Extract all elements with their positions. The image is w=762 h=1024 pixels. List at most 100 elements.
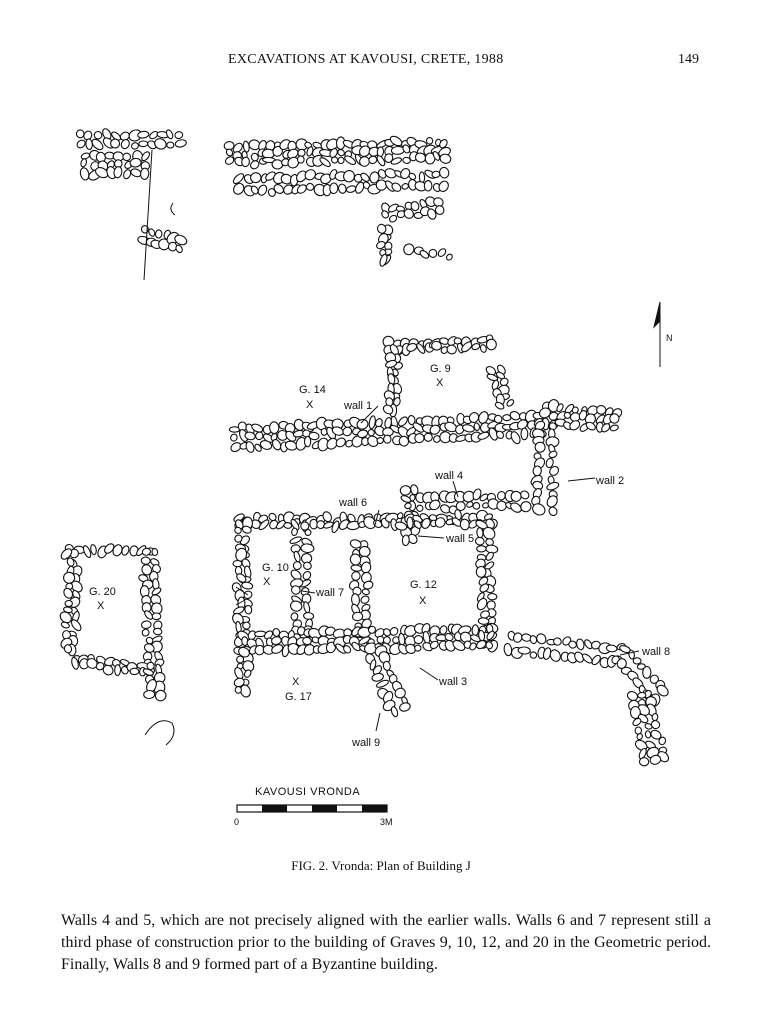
wall-stone [385, 359, 398, 369]
wall-stone [296, 184, 307, 194]
wall-stone [363, 516, 377, 530]
wall-stone [369, 659, 377, 671]
wall-stone [63, 644, 73, 654]
wall-stone [452, 640, 466, 651]
wall-stone [485, 641, 494, 650]
wall-stone [404, 502, 412, 510]
wall-stone [304, 528, 312, 537]
wall-stone [337, 156, 345, 165]
wall-stone [493, 414, 503, 424]
wall-stone [265, 171, 276, 181]
scale-start-label: 0 [234, 817, 240, 827]
wall-stone [401, 534, 410, 547]
plan-lines [143, 149, 661, 746]
plan-drawing: G. 9 X G. 14 X G. 20 X G. 10 X G. 12 X X… [59, 128, 673, 813]
wall-stone [406, 516, 414, 530]
scale-bar-segment [362, 805, 387, 812]
wall-stone [140, 620, 152, 629]
wall-stone [439, 139, 448, 149]
wall-stone [379, 253, 388, 267]
wall-stone [478, 411, 489, 424]
scale-bar: KAVOUSI VRONDA [236, 786, 388, 813]
wall-stone [291, 527, 298, 537]
wall-stone [434, 205, 445, 216]
wall-stone [152, 564, 161, 574]
wall-stone [93, 130, 103, 140]
wall-stone [637, 691, 647, 699]
wall-stone [113, 166, 123, 179]
wall-stone [367, 429, 375, 437]
wall-stone [292, 561, 302, 571]
wall-stone [469, 642, 477, 651]
wall-stone [423, 432, 433, 442]
wall-stone [650, 720, 661, 730]
wall-stone [472, 488, 482, 501]
wall-stone [556, 403, 564, 413]
wall-stone [549, 465, 560, 476]
wall-stone [428, 248, 438, 258]
wall-stone [63, 587, 74, 599]
wall-stone [146, 661, 155, 671]
wall-stone [232, 142, 243, 154]
wall-stone [360, 595, 370, 604]
figure-caption: FIG. 2. Vronda: Plan of Building J [291, 858, 471, 873]
wall-stone [445, 253, 453, 261]
wall-stone [59, 611, 72, 624]
wall-stone [584, 639, 593, 650]
wall-stone [95, 662, 105, 671]
wall-stone [308, 431, 320, 441]
wall-stone [120, 138, 130, 150]
wall-label-6: wall 6 [338, 497, 367, 509]
wall-stone [520, 501, 532, 513]
wall-stone [368, 415, 376, 430]
wall-stone [382, 404, 394, 415]
wall-stone [351, 641, 362, 652]
wall-stone [70, 580, 83, 593]
wall-stone [232, 173, 245, 185]
wall-stone [375, 679, 390, 688]
wall-stone [414, 644, 422, 652]
wall-stone [114, 664, 122, 677]
wall-stone [271, 159, 284, 170]
wall-stone [466, 501, 474, 508]
wall-stone [459, 631, 472, 644]
wall-stone [271, 644, 284, 654]
wall-stone [141, 151, 150, 162]
wall-stone [431, 340, 442, 351]
scale-end-label: 3M [380, 817, 393, 827]
wall-stone [129, 157, 142, 168]
wall-stone [362, 580, 374, 590]
wall-stone [609, 413, 620, 424]
wall-stone [529, 651, 538, 659]
wall-stone [111, 131, 122, 141]
wall-stone [402, 144, 411, 154]
wall-stone [241, 581, 254, 590]
wall-stone [476, 640, 487, 650]
wall-stone [175, 244, 183, 254]
wall-stone [152, 627, 163, 636]
scale-bar-segment [262, 805, 287, 812]
wall-stone [476, 527, 484, 539]
wall-stone [296, 155, 305, 164]
wall-stone [473, 422, 481, 432]
wall-stone [644, 730, 652, 739]
wall-stone [576, 638, 585, 651]
wall-stone [305, 182, 315, 191]
wall-stone [486, 630, 495, 641]
wall-stone [148, 228, 156, 237]
wall-stone [60, 548, 73, 560]
wall-stone [259, 440, 273, 450]
wall-stone [234, 526, 242, 535]
wall-stone [241, 156, 250, 168]
grave-label-g17: G. 17 [285, 691, 312, 703]
wall-stone [636, 733, 643, 741]
wall-stone [80, 158, 88, 168]
wall-stone [342, 426, 353, 437]
wall-stone [371, 672, 384, 682]
wall-stone [122, 152, 132, 162]
wall-stone [290, 569, 302, 581]
wall-stone [244, 604, 253, 615]
wall-stone [141, 547, 152, 556]
wall-stone [402, 156, 411, 164]
wall-stone [329, 182, 339, 195]
